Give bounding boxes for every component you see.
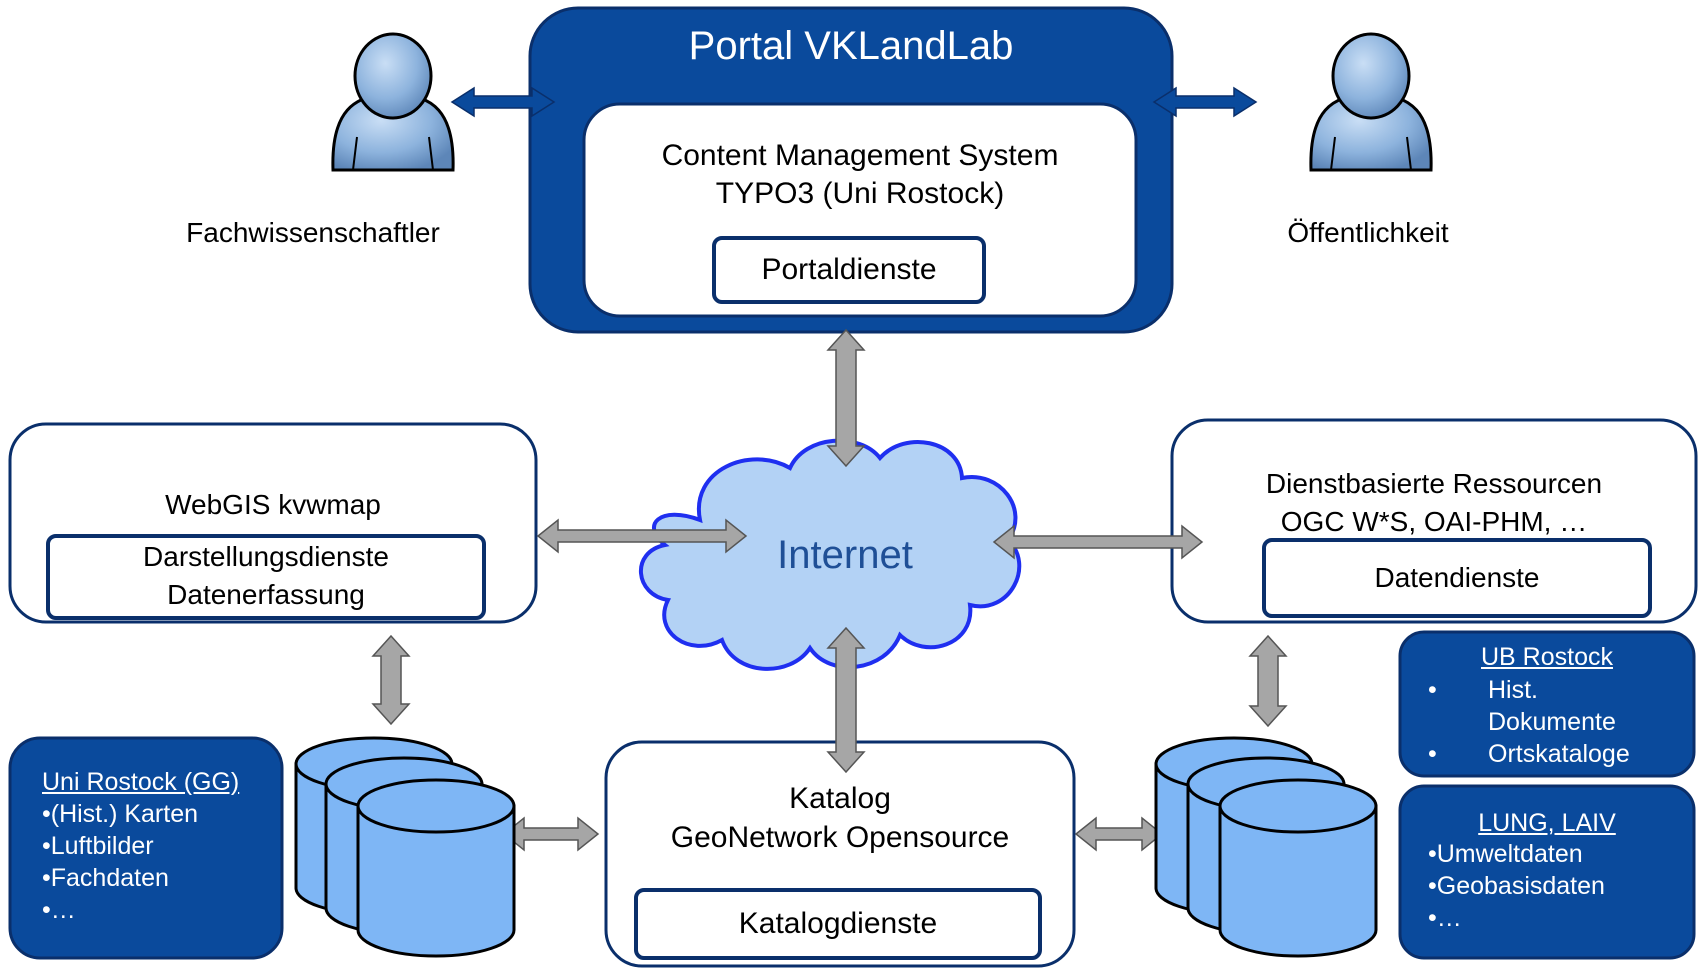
- catalog-title-line1: Katalog: [789, 782, 891, 815]
- catalog-title-line2: GeoNetwork Opensource: [670, 821, 1010, 854]
- lung-items: •Umweltdaten •Geobasisdaten •…: [1428, 838, 1605, 934]
- arrow-db-catalog: [502, 816, 600, 852]
- arrow-right-user-portal: [1152, 86, 1258, 118]
- lung-title: LUNG, LAIV: [1478, 809, 1616, 837]
- ub-rostock-box: [1398, 630, 1696, 778]
- user-right-icon: [1309, 32, 1433, 172]
- arrow-internet-catalog: [826, 626, 866, 774]
- cms-title-line1: Content Management System: [661, 139, 1059, 172]
- uni-rostock-item: •Luftbilder: [42, 832, 154, 860]
- portaldienste-box: [712, 236, 986, 304]
- ub-rostock-item-2: Ortskataloge: [1488, 740, 1630, 768]
- ub-rostock-bullet-2: •: [1428, 740, 1437, 768]
- datendienste-label: Datendienste: [1374, 562, 1540, 593]
- lung-item: •…: [1428, 904, 1462, 932]
- ub-rostock-item-1b: Dokumente: [1488, 708, 1616, 736]
- arrow-webgis-db: [371, 634, 411, 726]
- user-right-label: Öffentlichkeit: [1287, 217, 1449, 248]
- internet-cloud: [638, 438, 1022, 671]
- arrow-internet-resources: [992, 524, 1204, 560]
- ub-rostock-item-1a: Hist.: [1488, 676, 1538, 704]
- arrow-resources-db: [1248, 634, 1288, 728]
- user-left-icon: [331, 32, 455, 172]
- ub-rostock-bullet-1: •: [1428, 676, 1437, 704]
- arrow-left-user-portal: [450, 86, 556, 118]
- arrow-catalog-db: [1074, 816, 1164, 852]
- cms-title-line2: TYPO3 (Uni Rostock): [715, 177, 1005, 210]
- uni-rostock-box: [8, 736, 284, 960]
- uni-rostock-item: •Fachdaten: [42, 864, 169, 892]
- user-left-label: Fachwissenschaftler: [186, 217, 440, 248]
- uni-rostock-content: Uni Rostock (GG) •(Hist.) Karten •Luftbi…: [42, 766, 239, 926]
- webgis-service-line2: Datenerfassung: [167, 579, 365, 610]
- arrow-webgis-internet: [536, 518, 748, 554]
- resources-title-line1: Dienstbasierte Ressourcen: [1265, 468, 1603, 499]
- webgis-service-line1: Darstellungsdienste: [143, 541, 389, 572]
- uni-rostock-title: Uni Rostock (GG): [42, 768, 240, 796]
- katalogdienste-label: Katalogdienste: [738, 907, 938, 940]
- katalogdienste-box: [634, 888, 1042, 960]
- database-stack-left: [294, 736, 516, 958]
- uni-rostock-item: •…: [42, 896, 76, 924]
- ub-rostock-title: UB Rostock: [1481, 643, 1613, 671]
- datendienste-box: [1262, 538, 1652, 618]
- lung-item: •Geobasisdaten: [1428, 872, 1605, 900]
- portaldienste-label: Portaldienste: [761, 253, 937, 286]
- webgis-service-box: [46, 534, 486, 620]
- lung-item: •Umweltdaten: [1428, 840, 1583, 868]
- internet-label: Internet: [777, 533, 913, 577]
- webgis-title: WebGIS kvwmap: [165, 489, 381, 520]
- arrow-portal-internet: [826, 328, 866, 468]
- database-stack-right: [1154, 736, 1378, 958]
- portal-title: Portal VKLandLab: [688, 24, 1014, 68]
- lung-box: [1398, 784, 1696, 960]
- uni-rostock-item: •(Hist.) Karten: [42, 800, 199, 828]
- resources-title-line2: OGC W*S, OAI-PHM, …: [1280, 506, 1588, 537]
